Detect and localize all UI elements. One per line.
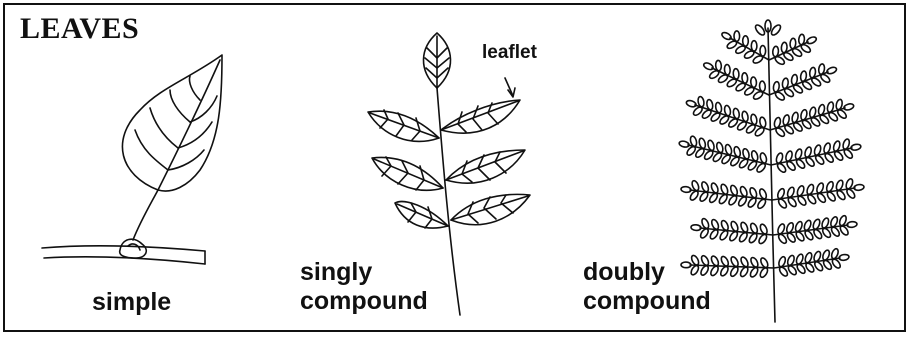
- leaflet-oval: [812, 228, 823, 240]
- leaflet-oval: [772, 46, 779, 57]
- leaflet-oval: [850, 143, 861, 151]
- leaflet-oval: [724, 64, 730, 75]
- leaflet-oval: [814, 154, 825, 165]
- leaflet-oval: [679, 140, 690, 148]
- leaflet-oval: [759, 81, 765, 92]
- leaflet-oval: [826, 191, 837, 203]
- leaflet-oval: [747, 197, 758, 209]
- simple-leaf-drawing: [42, 55, 222, 264]
- leaflet-oval: [786, 160, 797, 171]
- singly-compound-label-line2: compound: [300, 287, 428, 316]
- leaflet-oval: [790, 38, 797, 49]
- leaflet-oval: [759, 267, 769, 279]
- leaflet-oval: [699, 265, 709, 277]
- simple-label: simple: [92, 288, 171, 317]
- leaflet-oval: [735, 45, 747, 55]
- leaflet-oval: [743, 86, 755, 97]
- doubly-compound-label-line2: compound: [583, 287, 711, 316]
- leaflet-oval: [721, 31, 732, 41]
- leaflet-oval: [749, 266, 759, 278]
- leaflet-oval: [836, 189, 847, 201]
- leaflet-oval: [798, 34, 805, 45]
- leaflet-annotation: leaflet: [482, 42, 537, 64]
- leaflet-oval: [813, 260, 824, 272]
- leaflet-oval: [760, 46, 766, 56]
- leaflet-oval: [726, 40, 738, 50]
- leaflet-oval: [804, 229, 815, 241]
- leaflet-oval: [806, 193, 817, 205]
- leaflet-oval: [729, 266, 739, 278]
- leaflet-oval: [816, 192, 827, 204]
- leaflet-oval: [822, 259, 833, 271]
- leaflet-oval: [795, 231, 806, 243]
- leaflet-oval: [743, 36, 749, 46]
- leaflet-oval: [795, 158, 806, 169]
- leaflet-oval: [758, 233, 769, 245]
- leaflet-oval: [733, 68, 739, 79]
- leaflet-oval: [708, 69, 720, 80]
- leaflet-oval: [734, 31, 740, 41]
- leaflet-oval: [821, 227, 832, 239]
- leaflet-oval: [756, 198, 767, 210]
- leaflet-oval: [742, 73, 748, 84]
- leaflet-oval: [743, 50, 755, 60]
- leaflet-oval: [709, 229, 720, 241]
- leaflet-oval: [752, 54, 764, 64]
- leaflet-oval: [699, 191, 710, 203]
- leaflet-oval: [715, 60, 721, 71]
- leaflet-oval: [703, 62, 714, 71]
- singly-compound-label-line1: singly: [300, 258, 372, 287]
- leaflet-oval: [805, 156, 816, 167]
- leaflet-oval: [778, 266, 789, 278]
- leaflet-oval: [737, 196, 748, 208]
- leaflet-oval: [787, 196, 798, 208]
- leaflet-oval: [797, 195, 808, 207]
- leaflet-oval: [787, 264, 798, 276]
- leaflet-oval: [719, 229, 730, 241]
- leaflet-oval: [709, 265, 719, 277]
- leaflet-oval: [728, 230, 739, 242]
- leaflet-oval: [776, 162, 787, 173]
- leaflet-oval: [824, 152, 835, 163]
- leaflet-oval: [738, 231, 749, 243]
- leaflet-oval: [751, 41, 757, 51]
- leaflet-oval: [804, 262, 815, 274]
- doubly-compound-label-line1: doubly: [583, 258, 665, 287]
- leaflet-oval: [719, 265, 729, 277]
- singly-compound-leaf-drawing: [368, 33, 530, 315]
- leaflet-oval: [727, 194, 738, 206]
- leaflet-oval: [735, 82, 747, 93]
- leaflet-oval: [777, 198, 788, 210]
- leaflet-oval: [726, 78, 738, 89]
- leaflet-oval: [686, 99, 697, 107]
- leaflet-oval: [739, 266, 749, 278]
- leaflet-oval: [830, 226, 841, 238]
- leaflet-oval: [826, 66, 837, 75]
- leaflet-oval: [786, 232, 797, 244]
- leaflet-oval: [708, 192, 719, 204]
- leaflet-oval: [750, 77, 756, 88]
- leaflet-oval: [781, 42, 788, 53]
- leaflet-oval: [806, 36, 817, 45]
- leaflet-oval: [796, 263, 807, 275]
- leaflet-oval: [833, 150, 844, 161]
- leaflet-oval: [843, 103, 854, 111]
- leaflet-oval: [718, 193, 729, 205]
- leaflet-oval: [717, 73, 729, 84]
- leaflet-oval: [752, 90, 764, 101]
- leaflet-oval: [748, 232, 759, 244]
- leaflet-oval: [777, 233, 788, 245]
